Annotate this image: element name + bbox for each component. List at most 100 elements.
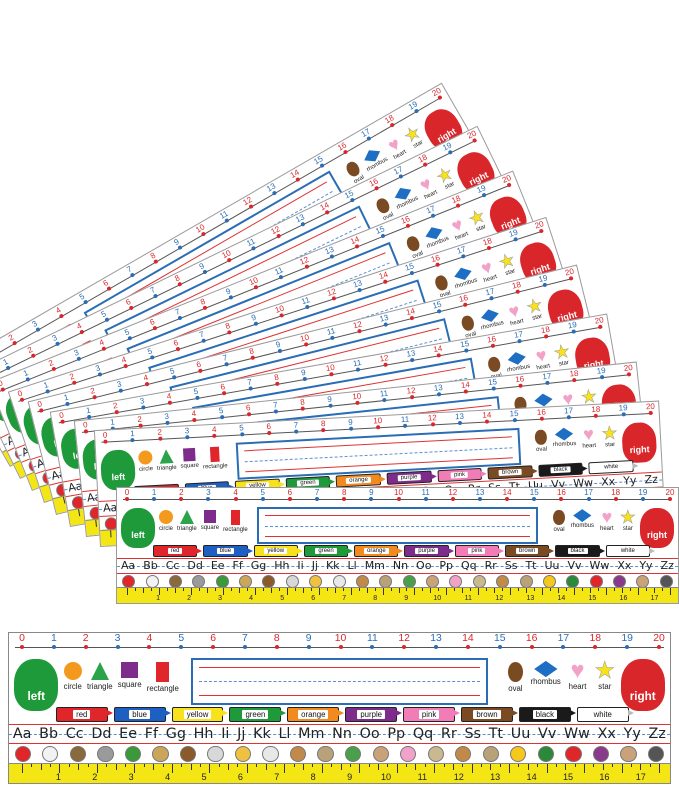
ruler-tick <box>443 763 445 768</box>
ruler-tick <box>134 588 136 591</box>
ruler-tick <box>350 588 352 595</box>
number-line-dot <box>149 355 155 361</box>
crayon-label: purple <box>415 548 438 554</box>
number-line-dot <box>197 368 203 374</box>
number-line-dot <box>330 335 336 341</box>
number-line-label: 5 <box>178 633 185 644</box>
shape-item: circle <box>63 661 82 693</box>
crayon-icon: orange <box>354 545 404 557</box>
picture-icon <box>262 574 276 588</box>
alphabet-letter-pair: Dd <box>187 559 203 572</box>
picture-icon <box>372 745 389 763</box>
ruler-tick <box>638 588 640 595</box>
number-line-label: 19 <box>638 488 648 497</box>
shape-item: rectangle <box>147 661 179 693</box>
crayon-label: pink <box>468 548 486 554</box>
ruler-tick <box>640 763 642 770</box>
shape-item: rhombus <box>552 427 577 453</box>
number-line-label: 1 <box>85 405 92 416</box>
number-line-dot <box>194 395 200 401</box>
number-line-label: 2 <box>179 488 184 497</box>
ruler-number: 14 <box>557 595 566 602</box>
ruler-tick <box>602 763 604 770</box>
number-line-dot <box>331 295 337 302</box>
shape-label: heart <box>600 526 614 532</box>
ruler-tick <box>582 588 584 591</box>
number-line-dot <box>648 410 653 416</box>
shape-item: ♥heart <box>569 659 587 693</box>
crayon-icon: orange <box>287 707 345 723</box>
shape-item: square <box>118 661 142 693</box>
crayon-label: green <box>242 710 269 720</box>
crayon-icon: green <box>229 707 287 723</box>
crayon-icon: yellow <box>171 707 229 723</box>
number-line-label: 9 <box>348 417 353 427</box>
ruler-tick <box>471 763 473 773</box>
number-line-dot <box>115 644 120 649</box>
number-line-dot <box>626 372 632 377</box>
ruler-tick <box>593 763 595 768</box>
ruler-tick <box>142 588 144 593</box>
number-line-dot <box>179 497 184 501</box>
alphabet-letter-pair: Pp <box>387 726 406 742</box>
ruler-number: 2 <box>187 595 191 602</box>
picture-icon <box>402 574 416 588</box>
number-line-dot <box>572 377 577 383</box>
number-line-dot <box>593 644 598 649</box>
ruler-tick <box>526 588 528 593</box>
crayon-tip <box>569 710 576 717</box>
number-line-label: 6 <box>266 421 272 432</box>
alphabet-letter-pair: Mm <box>364 559 385 572</box>
number-line-label: 0 <box>58 410 65 421</box>
number-line-dot <box>450 497 455 501</box>
number-line-dot <box>306 644 311 649</box>
ruler-tick <box>537 763 539 768</box>
ruler-tick <box>606 588 608 595</box>
alphabet-letter-pair: Zz <box>660 559 674 572</box>
ruler-tick <box>78 763 80 770</box>
picture-icon <box>592 745 610 763</box>
picture-icon <box>400 745 417 763</box>
number-line-label: 11 <box>421 488 430 497</box>
ruler-tick <box>478 588 480 595</box>
crayon-tip <box>329 478 336 485</box>
number-line-label: 17 <box>563 406 574 416</box>
crayon-label: green <box>297 479 319 487</box>
ruler-tick <box>312 763 314 768</box>
number-line-label: 16 <box>556 488 566 497</box>
picture-icon <box>289 745 307 763</box>
number-line-label: 15 <box>509 408 519 419</box>
ruler-tick <box>198 588 200 591</box>
alphabet-letter-pair: Uu <box>510 726 531 742</box>
ruler-tick <box>59 763 61 773</box>
ruler-tick <box>182 588 184 591</box>
oval-shape-icon <box>553 510 565 526</box>
ruler-tick <box>199 763 201 768</box>
shape-item: ★star <box>601 423 619 450</box>
number-line-label: 6 <box>245 403 251 413</box>
number-line-label: 14 <box>502 488 512 497</box>
right-hand-label: right <box>629 444 650 456</box>
number-line-label: 4 <box>233 488 238 497</box>
picture-icon <box>179 745 197 763</box>
ruler-tick <box>542 588 544 595</box>
crayon-icon: brown <box>505 545 555 557</box>
ruler-tick <box>222 588 224 595</box>
ruler-number: 15 <box>588 595 597 602</box>
heart-shape-icon: ♥ <box>582 424 595 445</box>
ruler-tick <box>181 763 183 768</box>
number-line-label: 13 <box>430 633 442 644</box>
number-line-label: 1 <box>129 429 135 439</box>
number-line-dot <box>342 497 347 501</box>
alphabet-letter-pair: Hh <box>274 559 290 572</box>
number-line-label: 16 <box>525 633 538 644</box>
ruler-tick <box>406 588 408 591</box>
number-line-dot <box>436 392 442 397</box>
picture-icon <box>42 745 59 763</box>
number-line-dot <box>463 389 469 394</box>
ruler-tick <box>518 588 520 591</box>
ruler-tick <box>171 763 173 773</box>
shape-item: rhombus <box>530 660 561 693</box>
